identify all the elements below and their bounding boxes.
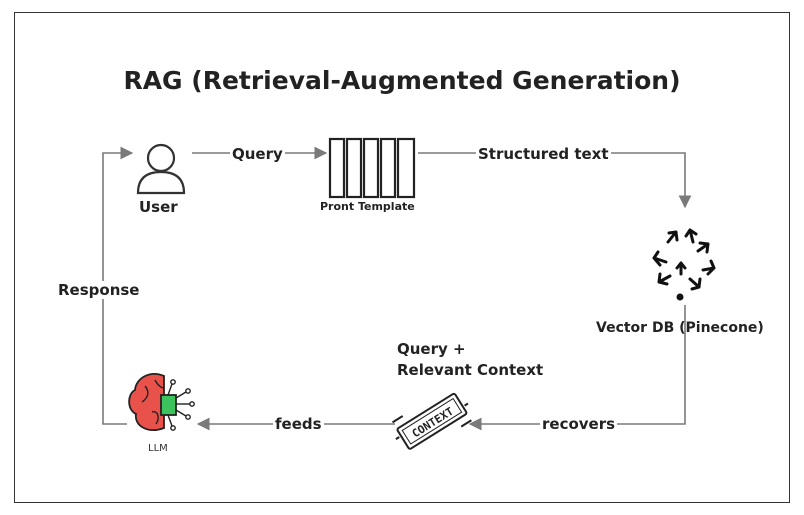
edge-label-response: Response xyxy=(56,281,142,299)
brain-chip-icon xyxy=(128,373,195,431)
diagram-title: RAG (Retrieval-Augmented Generation) xyxy=(123,66,681,95)
context-label-line1: Query + xyxy=(397,340,466,358)
template-label: Pront Template xyxy=(320,200,415,213)
edge-label-recovers: recovers xyxy=(540,415,618,433)
edge-label-query: Query xyxy=(230,145,285,163)
context-stamp-icon: CONTEXT xyxy=(391,392,472,450)
context-label-line2: Relevant Context xyxy=(397,361,544,379)
user-label: User xyxy=(139,198,178,216)
template-queue-icon xyxy=(328,137,416,199)
user-icon xyxy=(136,143,186,195)
llm-label: LLM xyxy=(148,443,168,454)
vector-db-dot xyxy=(676,293,684,301)
edge-label-structured-text: Structured text xyxy=(476,145,611,163)
edge-label-feeds: feeds xyxy=(273,415,324,433)
vector-db-label: Vector DB (Pinecone) xyxy=(596,320,764,336)
vector-db-icon xyxy=(652,228,716,291)
